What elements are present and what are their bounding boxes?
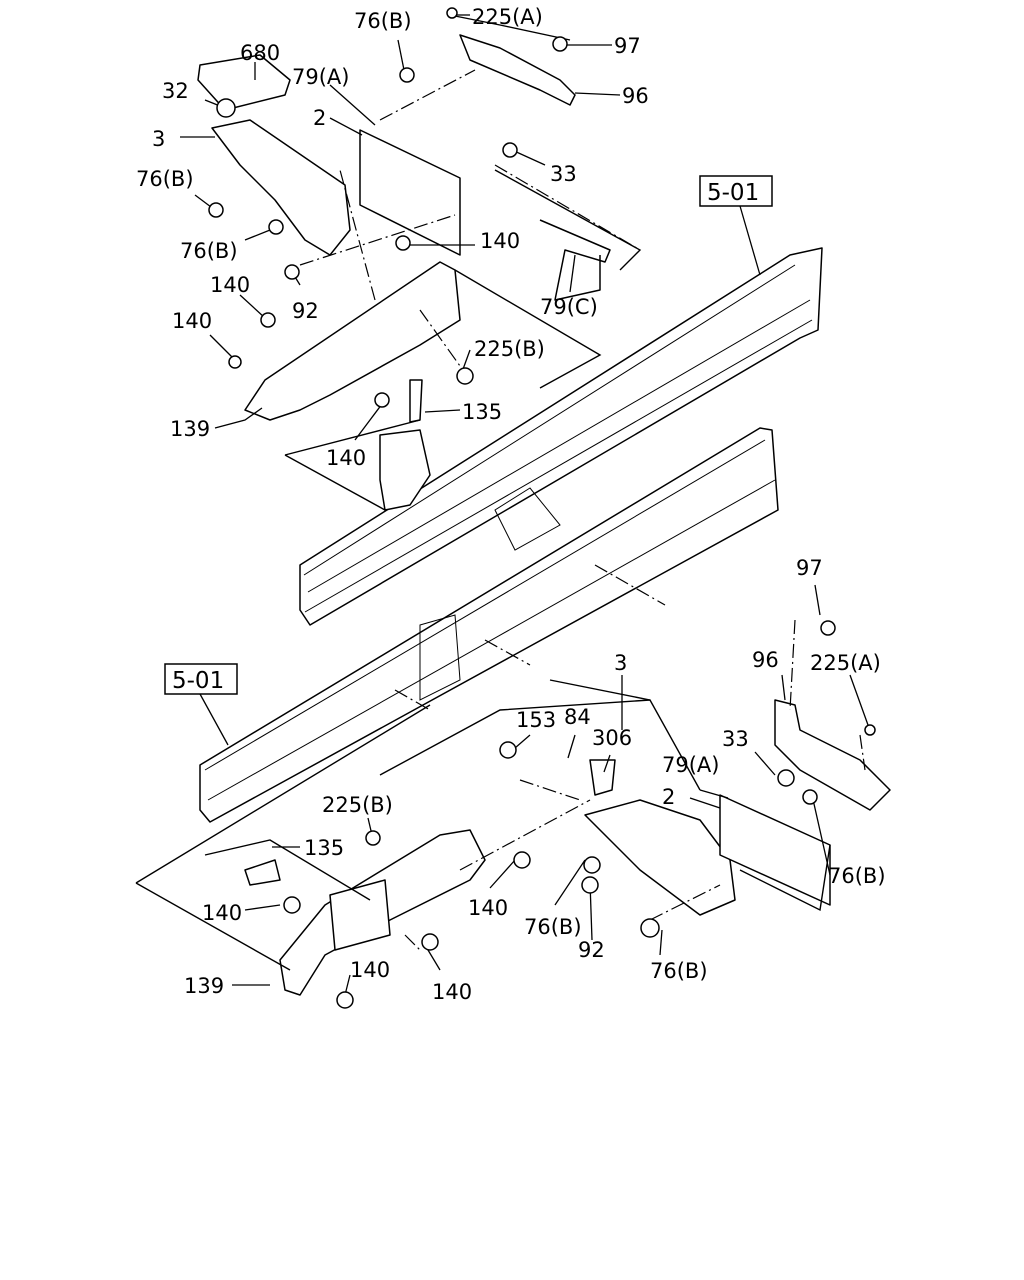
callout-79c: 79(C) [540,295,598,319]
frame-ref-lower-label: 5-01 [172,668,224,694]
callout-76b-lower-mid: 76(B) [524,915,582,939]
callout-139-top: 139 [170,417,210,441]
frame-ref-upper-label: 5-01 [707,180,759,206]
frame-rail-upper [299,247,823,626]
callout-33-top: 33 [550,162,577,186]
callouts: 76(B) 225(A) 97 680 79(A) 96 32 2 3 33 7… [136,5,886,1004]
frame-ref-lower: 5-01 [164,663,238,746]
callout-92-lower: 92 [578,938,605,962]
callout-96-lower: 96 [752,648,779,672]
upper-bracket-assembly [197,34,611,511]
callout-32: 32 [162,79,189,103]
callout-2-top: 2 [313,106,326,130]
callout-140-lower-bottom: 140 [350,958,390,982]
callout-153: 153 [516,708,556,732]
callout-225a-lower: 225(A) [810,651,881,675]
callout-97-top: 97 [614,34,641,58]
callout-76b-mid: 76(B) [180,239,238,263]
callout-306: 306 [592,726,632,750]
callout-680: 680 [240,41,280,65]
callout-140-lower-left: 140 [202,901,242,925]
lower-bracket-assembly [244,699,891,996]
frame-rail-lower [199,427,779,823]
callout-2-lower: 2 [662,785,675,809]
callout-79a-lower: 79(A) [662,753,719,777]
callout-76b-lower-bottom: 76(B) [650,959,708,983]
callout-84: 84 [564,705,591,729]
callout-79a-top: 79(A) [292,65,349,89]
callout-225b-lower: 225(B) [322,793,393,817]
callout-76b-top: 76(B) [354,9,412,33]
callout-135-lower: 135 [304,836,344,860]
callout-33-lower: 33 [722,727,749,751]
callout-140-upper-left: 140 [210,273,250,297]
callout-3-top: 3 [152,127,165,151]
callout-140-lower-mid: 140 [468,896,508,920]
callout-76b-left: 76(B) [136,167,194,191]
callout-225b-top: 225(B) [474,337,545,361]
callout-140-upper-far-left: 140 [172,309,212,333]
callout-3-lower: 3 [614,651,627,675]
callout-76b-lower-right: 76(B) [828,864,886,888]
fasteners [208,7,876,1009]
callout-140-lower-bottom-right: 140 [432,980,472,1004]
reference-outlines [135,14,831,971]
callout-140-upper-bottom: 140 [326,446,366,470]
phantom-lines [299,69,866,951]
callout-97-lower: 97 [796,556,823,580]
callout-92-top: 92 [292,299,319,323]
callout-225a-top: 225(A) [472,5,543,29]
callout-139-lower: 139 [184,974,224,998]
callout-135-top: 135 [462,400,502,424]
callout-96-top: 96 [622,84,649,108]
frame-ref-upper: 5-01 [699,175,773,276]
callout-140-upper-right: 140 [480,229,520,253]
